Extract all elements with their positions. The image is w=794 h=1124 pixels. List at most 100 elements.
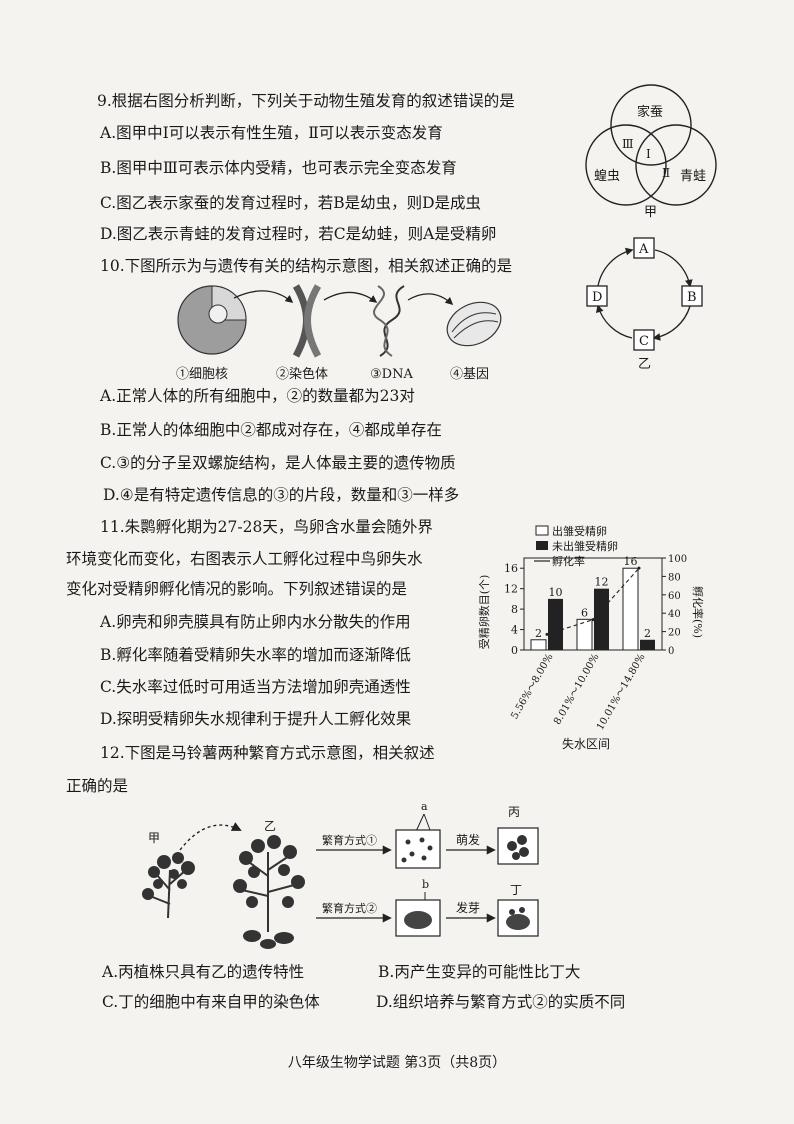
legend-rate: 孵化率 <box>552 554 585 568</box>
q9-stem: 9.根据右图分析判断，下列关于动物生殖发育的叙述错误的是 <box>97 92 515 110</box>
cycle-box-c <box>633 329 655 351</box>
q9-option-b: B.图甲中Ⅲ可表示体内受精，也可表示完全变态发育 <box>100 159 457 177</box>
q12-option-d: D.组织培养与繁育方式②的实质不同 <box>376 993 626 1011</box>
data-label-hatched-3: 16 <box>624 555 638 568</box>
cycle-label-b: B <box>687 290 697 305</box>
y-axis-label: 受精卵数目(个) <box>478 575 491 650</box>
venn-region-2: Ⅱ <box>662 166 670 180</box>
legend-swatch-hatched <box>535 525 549 536</box>
seed-box-icon <box>395 829 441 869</box>
data-label-hatched-2: 6 <box>581 606 588 619</box>
x-axis-label: 失水区间 <box>562 736 610 751</box>
bar-unhatched-2 <box>594 588 609 650</box>
label-chromosome: ②染色体 <box>276 366 328 382</box>
y2-tick-label: 100 <box>668 554 687 565</box>
y2-tick-label: 0 <box>668 646 674 657</box>
cycle-box-d <box>586 285 608 307</box>
cycle-box-a <box>633 237 655 259</box>
label-yi: 乙 <box>264 819 276 833</box>
hatch-chart: 出雏受精卵 未出雏受精卵 孵化率 04812160204060801005.56… <box>478 524 704 751</box>
page-footer: 八年级生物学试题 第3页（共8页） <box>287 1055 507 1071</box>
q12-option-a: A.丙植株只具有乙的遗传特性 <box>102 963 305 981</box>
cycle-diagram: A B C D 乙 <box>586 237 703 372</box>
bar-hatched-1 <box>530 639 547 651</box>
rate-point-3 <box>637 566 641 570</box>
cycle-label-a: A <box>638 242 649 257</box>
x-tick-label: 10.01%～14.80% <box>595 652 648 732</box>
label-jia: 甲 <box>148 831 160 845</box>
legend-unhatched: 未出雏受精卵 <box>552 539 618 553</box>
venn-diagram: 家蚕 蝗虫 青蛙 Ⅲ Ⅰ Ⅱ 甲 <box>585 84 717 220</box>
cycle-box-b <box>681 285 703 307</box>
venn-region-3: Ⅲ <box>622 137 634 151</box>
y2-axis-label: 孵化率(%) <box>691 586 704 638</box>
data-label-unhatched-3: 2 <box>644 627 651 640</box>
potato-propagation-diagram: 甲 乙 繁育方式① a 萌发 丙 繁育方式② b 发芽 丁 <box>142 800 539 949</box>
q9-option-a: A.图甲中Ⅰ可以表示有性生殖，Ⅱ可以表示变态发育 <box>100 124 443 142</box>
plant-bing-icon <box>497 827 539 865</box>
q12-stem-2: 正确的是 <box>66 777 129 795</box>
potato-plant-jia-icon <box>142 852 195 919</box>
y2-tick-label: 40 <box>668 609 681 620</box>
q12-option-c: C.丁的细胞中有来自甲的染色体 <box>102 993 320 1011</box>
rate-point-2 <box>591 618 595 622</box>
venn-circle-silkworm <box>610 84 692 166</box>
venn-caption: 甲 <box>644 205 657 220</box>
label-sprout-1: 萌发 <box>456 832 480 847</box>
data-label-unhatched-1: 10 <box>549 586 563 599</box>
q11-stem-1: 11.朱鹮孵化期为27-28天，鸟卵含水量会随外界 <box>100 518 433 536</box>
y-tick-label: 12 <box>504 583 518 596</box>
q11-option-c: C.失水率过低时可用适当方法增加卵壳通透性 <box>100 678 411 696</box>
q11-option-b: B.孵化率随着受精卵失水率的增加而逐渐降低 <box>100 646 411 664</box>
cycle-caption: 乙 <box>638 357 651 372</box>
venn-label-frog: 青蛙 <box>680 169 706 184</box>
q11-option-a: A.卵壳和卵壳膜具有防止卵内水分散失的作用 <box>100 613 411 631</box>
q11-stem-2: 环境变化而变化，右图表示人工孵化过程中鸟卵失水 <box>66 550 423 568</box>
label-b: b <box>422 878 429 891</box>
y-tick-label: 0 <box>511 644 518 657</box>
rate-point-1 <box>545 632 549 636</box>
venn-label-silkworm: 家蚕 <box>637 104 663 120</box>
cycle-label-c: C <box>639 334 649 349</box>
label-gene: ④基因 <box>450 367 489 382</box>
q10-option-b: B.正常人的体细胞中②都成对存在，④都成单存在 <box>100 421 442 439</box>
q9-option-d: D.图乙表示青蛙的发育过程时，若C是幼蛙，则A是受精卵 <box>100 225 497 243</box>
cell-nucleus-icon <box>177 285 247 355</box>
q11-option-d: D.探明受精卵失水规律利于提升人工孵化效果 <box>100 710 412 728</box>
bar-hatched-2 <box>576 618 593 651</box>
legend-swatch-unhatched <box>536 541 548 550</box>
y2-tick-label: 60 <box>668 591 681 602</box>
rate-line <box>546 567 640 635</box>
label-a: a <box>421 800 428 813</box>
plot-frame <box>523 557 663 651</box>
bar-unhatched-1 <box>548 598 563 650</box>
label-sprout-2: 发芽 <box>456 900 480 915</box>
label-method-1: 繁育方式① <box>322 833 377 847</box>
q9-option-c: C.图乙表示家蚕的发育过程时，若B是幼虫，则D是成虫 <box>100 194 482 212</box>
y2-tick-label: 20 <box>668 628 681 639</box>
potato-plant-yi-icon <box>233 835 305 949</box>
y2-tick-label: 80 <box>668 572 681 583</box>
q12-stem-1: 12.下图是马铃薯两种繁育方式示意图，相关叙述 <box>100 744 435 762</box>
data-label-hatched-1: 2 <box>535 627 542 640</box>
legend-hatched: 出雏受精卵 <box>552 524 607 538</box>
genetics-structure-diagram: ①细胞核 ②染色体 ③DNA ④基因 <box>176 284 502 382</box>
q10-option-d: D.④是有特定遗传信息的③的片段，数量和③一样多 <box>103 486 460 504</box>
y-tick-label: 16 <box>504 562 518 575</box>
label-bing: 丙 <box>508 805 520 819</box>
data-label-unhatched-2: 12 <box>595 576 609 589</box>
venn-circle-locust <box>585 124 667 206</box>
q10-option-c: C.③的分子呈双螺旋结构，是人体最主要的遗传物质 <box>100 454 456 472</box>
x-tick-label: 5.56%～8.00% <box>509 652 555 721</box>
y-tick-label: 8 <box>511 603 518 616</box>
gene-icon <box>446 301 502 347</box>
venn-label-locust: 蝗虫 <box>594 169 620 184</box>
bar-hatched-3 <box>622 567 639 651</box>
chromosome-icon <box>292 284 322 358</box>
label-ding: 丁 <box>510 883 522 897</box>
label-dna: ③DNA <box>370 367 413 382</box>
label-method-2: 繁育方式② <box>322 901 377 915</box>
q10-option-a: A.正常人体的所有细胞中，②的数量都为23对 <box>100 387 415 405</box>
venn-circle-frog <box>635 124 717 206</box>
cycle-label-d: D <box>592 290 602 305</box>
